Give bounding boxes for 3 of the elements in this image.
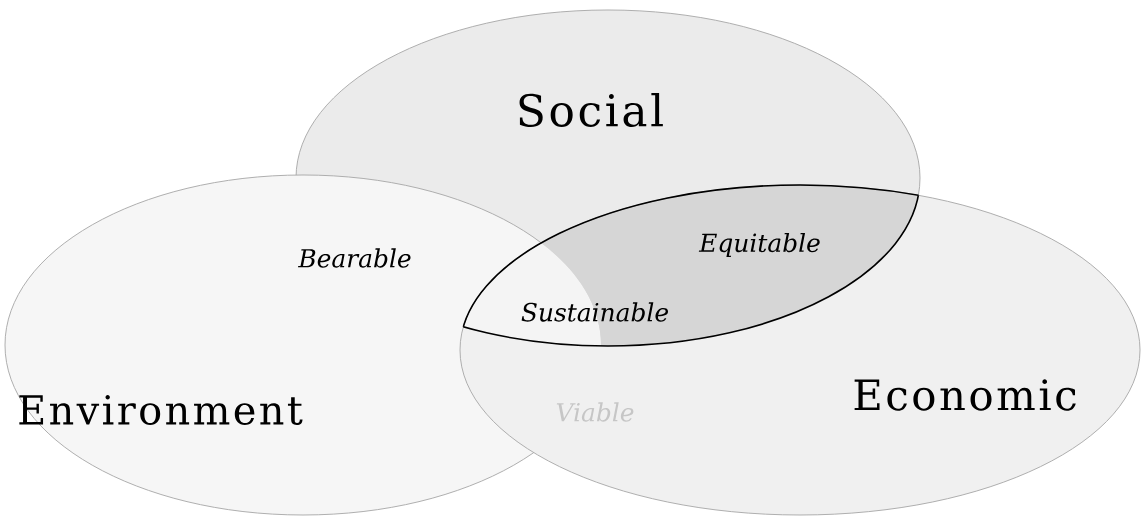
region-label: Equitable — [698, 232, 820, 258]
node-label: Economic — [854, 379, 1076, 411]
region-label: Bearable — [298, 248, 411, 268]
